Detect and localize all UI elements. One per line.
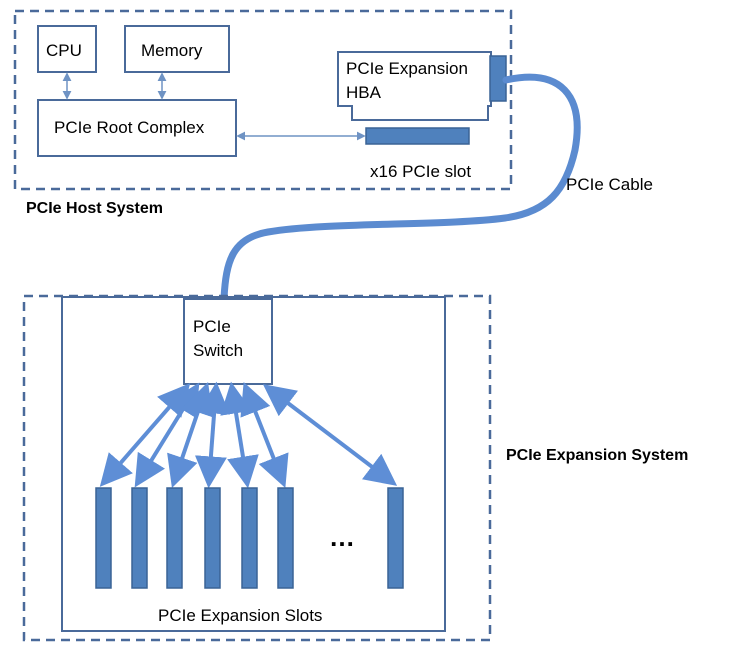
expansion-chassis bbox=[61, 296, 446, 632]
arrow-slot-6 bbox=[240, 382, 289, 488]
expansion-slot-1 bbox=[95, 487, 112, 589]
host-system-boundary bbox=[13, 9, 513, 191]
switch-label-line2: Switch bbox=[193, 341, 244, 360]
expansion-slots bbox=[95, 487, 404, 589]
expansion-slot-3 bbox=[166, 487, 183, 589]
cpu-box bbox=[37, 25, 97, 73]
slot-label: x16 PCIe slot bbox=[370, 162, 472, 181]
expansion-slot-2 bbox=[131, 487, 148, 589]
root-complex-box bbox=[37, 99, 237, 157]
switch-label-line1: PCIe bbox=[193, 317, 231, 336]
arrow-slot-4 bbox=[194, 381, 231, 489]
arrow-slot-7 bbox=[262, 384, 398, 486]
switch-slot-arrows bbox=[99, 381, 398, 489]
slots-ellipsis: … bbox=[329, 522, 355, 552]
hba-label-line1: PCIe Expansion bbox=[346, 59, 468, 78]
arrow-slot-5 bbox=[220, 381, 259, 489]
root-complex-label: PCIe Root Complex bbox=[54, 118, 205, 137]
cpu-label: CPU bbox=[46, 41, 82, 60]
expansion-system-caption: PCIe Expansion System bbox=[506, 447, 689, 464]
cable-label: PCIe Cable bbox=[566, 175, 653, 194]
memory-box bbox=[124, 25, 230, 73]
expansion-slot-5 bbox=[241, 487, 258, 589]
hba-label-line2: HBA bbox=[346, 83, 381, 102]
arrow-slot-3 bbox=[167, 381, 213, 489]
expansion-slots-label: PCIe Expansion Slots bbox=[158, 606, 323, 625]
expansion-slot-7 bbox=[387, 487, 404, 589]
x16-pcie-slot bbox=[365, 127, 470, 145]
pcie-cable bbox=[220, 73, 581, 302]
host-system-caption: PCIe Host System bbox=[26, 200, 163, 217]
memory-label: Memory bbox=[141, 41, 203, 60]
expansion-slot-4 bbox=[204, 487, 221, 589]
expansion-slot-6 bbox=[277, 487, 294, 589]
